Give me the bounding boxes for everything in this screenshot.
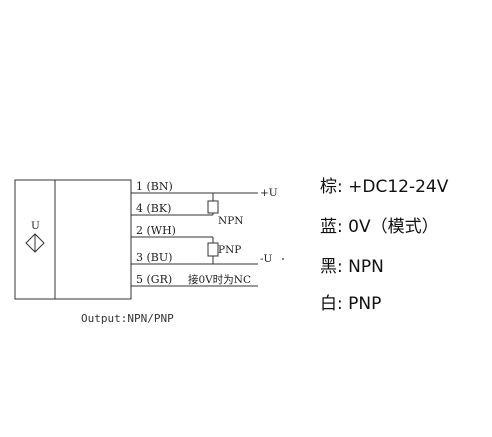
wire-label: 5 (GR): [136, 273, 172, 286]
legend-brown: 棕: +DC12-24V: [320, 177, 449, 197]
legend-black: 黑: NPN: [320, 257, 384, 277]
output-caption: Output:NPN/PNP: [81, 312, 174, 325]
wire-label: 2 (WH): [136, 224, 176, 237]
proximity-sensor-icon: [25, 233, 45, 253]
wire-5-note: 接0V时为NC: [188, 273, 251, 286]
positive-terminal-label: +U: [260, 187, 278, 199]
npn-load-label: NPN: [218, 215, 243, 227]
npn-load-resistor: [207, 200, 219, 214]
negative-terminal-dot-icon: [282, 258, 284, 260]
legend-blue: 蓝: 0V（模式）: [320, 217, 439, 237]
pnp-load-resistor: [207, 242, 219, 257]
wire-label: 1 (BN): [136, 180, 173, 193]
wire-label: 4 (BK): [136, 202, 171, 215]
sensor-body: [14, 179, 132, 300]
legend-white: 白: PNP: [320, 294, 382, 314]
pnp-load-label: PNP: [218, 244, 241, 256]
wire-label: 3 (BU): [136, 251, 172, 264]
sensor-letter: U: [31, 220, 40, 232]
negative-terminal-label: -U: [260, 253, 273, 265]
